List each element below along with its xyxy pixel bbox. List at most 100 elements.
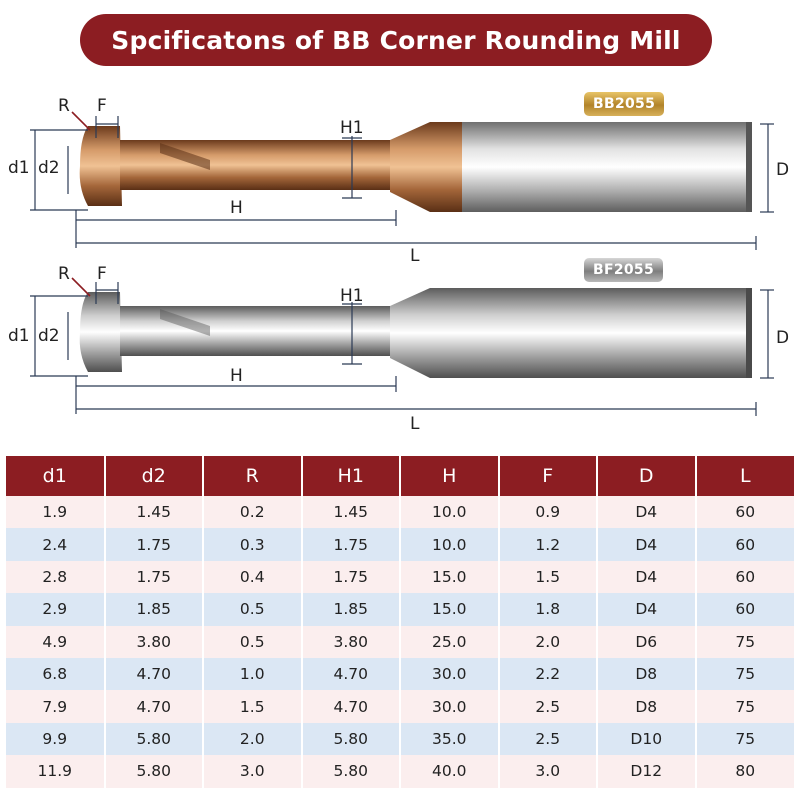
shank bbox=[462, 288, 752, 378]
table-cell: 1.45 bbox=[104, 496, 204, 529]
table-cell: 40.0 bbox=[400, 755, 500, 788]
table-cell: 5.80 bbox=[301, 755, 401, 788]
table-cell: D10 bbox=[597, 722, 697, 756]
table-cell: 1.45 bbox=[301, 496, 401, 529]
table-cell: 75 bbox=[695, 722, 794, 756]
table-cell: D6 bbox=[597, 625, 697, 658]
table-cell: D8 bbox=[597, 657, 697, 691]
table-cell: 80 bbox=[695, 755, 794, 788]
table-cell: 0.2 bbox=[203, 496, 303, 529]
table-cell: 0.4 bbox=[203, 560, 303, 594]
table-cell: D4 bbox=[597, 528, 697, 561]
table-cell: 1.75 bbox=[104, 560, 204, 594]
table-cell: 4.70 bbox=[301, 657, 401, 691]
page-title: Spcificatons of BB Corner Rounding Mill bbox=[80, 14, 712, 66]
taper bbox=[390, 288, 470, 378]
table-cell: 5.80 bbox=[104, 755, 204, 788]
label-d: D bbox=[776, 160, 790, 180]
table-cell: 75 bbox=[695, 690, 794, 723]
table-cell: 2.8 bbox=[6, 560, 106, 594]
table-cell: 2.9 bbox=[6, 593, 106, 626]
table-cell: 30.0 bbox=[400, 657, 500, 691]
table-cell: 10.0 bbox=[400, 528, 500, 561]
table-cell: 3.80 bbox=[104, 625, 204, 658]
table-cell: 4.70 bbox=[104, 690, 204, 723]
table-cell: 60 bbox=[695, 496, 794, 529]
bf2055-diagram: R F d1 d2 H1 H L D BF2055 bbox=[0, 256, 800, 433]
label-l: L bbox=[410, 246, 420, 266]
table-cell: 7.9 bbox=[6, 690, 106, 723]
bf2055-tool-drawing bbox=[30, 277, 774, 416]
label-r: R bbox=[58, 96, 70, 116]
label-r: R bbox=[58, 264, 70, 284]
table-cell: 15.0 bbox=[400, 593, 500, 626]
table-cell: 1.5 bbox=[203, 690, 303, 723]
table-cell: 1.85 bbox=[301, 593, 401, 626]
table-cell: 6.8 bbox=[6, 657, 106, 691]
shank bbox=[462, 122, 752, 212]
table-cell: 2.5 bbox=[498, 722, 598, 756]
table-cell: 4.70 bbox=[104, 657, 204, 691]
table-cell: 75 bbox=[695, 625, 794, 658]
col-header-h: H bbox=[400, 456, 500, 496]
bb2055-diagram: R F d1 d2 H1 H L D BB2055 bbox=[0, 88, 800, 265]
model-badge-bb2055: BB2055 bbox=[584, 92, 665, 116]
table-cell: 1.2 bbox=[498, 528, 598, 561]
table-cell: 4.9 bbox=[6, 625, 106, 658]
table-cell: 1.9 bbox=[6, 496, 106, 529]
label-d2: d2 bbox=[38, 158, 60, 178]
table-cell: 60 bbox=[695, 528, 794, 561]
label-h: H bbox=[230, 366, 243, 386]
model-badge-bf2055: BF2055 bbox=[584, 258, 663, 282]
label-f: F bbox=[97, 96, 107, 116]
table-cell: D4 bbox=[597, 496, 697, 529]
col-header-d2: d2 bbox=[104, 456, 204, 496]
table-cell: 1.5 bbox=[498, 560, 598, 594]
table-cell: 0.5 bbox=[203, 625, 303, 658]
table-cell: 1.75 bbox=[301, 528, 401, 561]
bb2055-tool-drawing bbox=[30, 111, 774, 250]
label-h1: H1 bbox=[340, 118, 364, 138]
label-h1: H1 bbox=[340, 286, 364, 306]
table-cell: 60 bbox=[695, 593, 794, 626]
table-cell: 1.8 bbox=[498, 593, 598, 626]
col-header-d1: d1 bbox=[6, 456, 106, 496]
table-cell: D12 bbox=[597, 755, 697, 788]
table-cell: 4.70 bbox=[301, 690, 401, 723]
neck bbox=[120, 306, 390, 356]
table-cell: D4 bbox=[597, 593, 697, 626]
taper bbox=[390, 122, 470, 212]
table-cell: 10.0 bbox=[400, 496, 500, 529]
table-cell: 2.5 bbox=[498, 690, 598, 723]
col-header-l: L bbox=[695, 456, 794, 496]
table-cell: 0.3 bbox=[203, 528, 303, 561]
table-cell: 1.85 bbox=[104, 593, 204, 626]
table-cell: 1.75 bbox=[104, 528, 204, 561]
label-d1: d1 bbox=[8, 326, 30, 346]
table-cell: 25.0 bbox=[400, 625, 500, 658]
label-h: H bbox=[230, 198, 243, 218]
col-header-d: D bbox=[597, 456, 697, 496]
table-cell: 35.0 bbox=[400, 722, 500, 756]
table-cell: 3.0 bbox=[203, 755, 303, 788]
table-cell: 30.0 bbox=[400, 690, 500, 723]
label-d: D bbox=[776, 328, 790, 348]
col-header-r: R bbox=[203, 456, 303, 496]
table-cell: 15.0 bbox=[400, 560, 500, 594]
table-cell: 2.0 bbox=[203, 722, 303, 756]
table-cell: 9.9 bbox=[6, 722, 106, 756]
table-cell: D8 bbox=[597, 690, 697, 723]
table-cell: 0.9 bbox=[498, 496, 598, 529]
label-f: F bbox=[97, 264, 107, 284]
cutter-head bbox=[79, 292, 122, 372]
